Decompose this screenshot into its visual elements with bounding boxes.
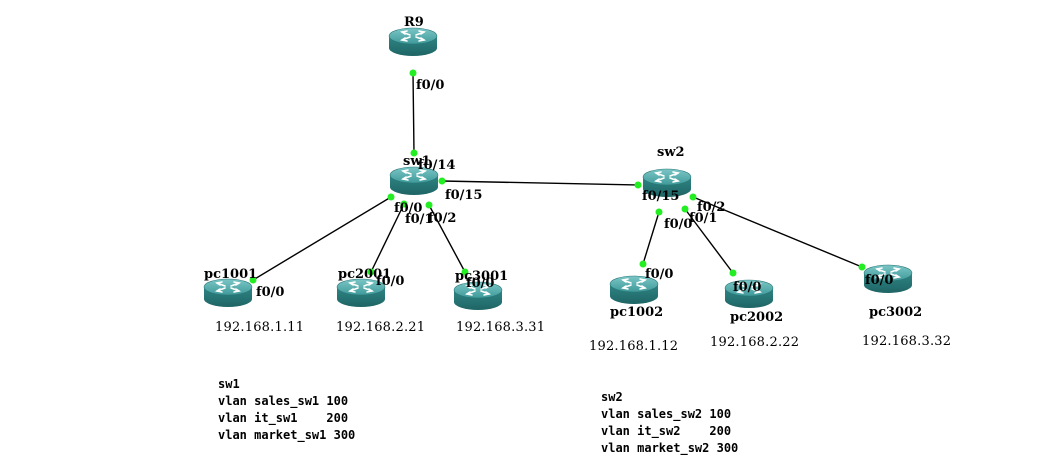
node-label-pc1002: pc1002 (610, 305, 664, 320)
port-dot-R9-f0-0 (409, 69, 417, 77)
link-sw2-pc1002[interactable] (642, 211, 660, 265)
ip-label-pc2001: 192.168.2.21 (336, 320, 426, 335)
router-arrows-icon (735, 282, 763, 294)
link-sw1-pc3001[interactable] (428, 204, 466, 273)
device-pc1002[interactable] (609, 275, 659, 304)
link-sw2-pc3002[interactable] (692, 196, 863, 268)
link-sw1-sw2[interactable] (441, 180, 639, 186)
link-sw2-pc2002[interactable] (684, 208, 734, 274)
vlan-note-line: vlan sales_sw2 100 (601, 407, 732, 421)
device-pc2002[interactable] (724, 279, 774, 308)
device-R9[interactable] (388, 27, 438, 56)
ip-label-pc3002: 192.168.3.32 (862, 334, 952, 349)
node-label-sw1: sw1 (403, 154, 431, 169)
port-label-pc1002-f0-0: f0/0 (645, 267, 674, 282)
port-dot-sw1-f0-2 (425, 201, 433, 209)
node-label-pc2001: pc2001 (338, 267, 392, 282)
link-sw1-pc1001[interactable] (252, 196, 392, 281)
port-label-sw2-f0-1: f0/1 (689, 211, 718, 226)
vlan-note-line: vlan market_sw1 300 (218, 428, 356, 442)
node-label-R9: R9 (404, 15, 424, 30)
vlan-note-line: vlan market_sw2 300 (601, 441, 739, 455)
node-label-sw2: sw2 (657, 145, 685, 160)
router-arrows-icon (464, 284, 492, 296)
port-label-sw1-f0-15: f0/15 (445, 188, 483, 203)
port-label-pc2001-f0-0: f0/0 (376, 274, 405, 289)
device-pc1001[interactable] (203, 278, 253, 307)
port-dot-sw2-f0-2 (689, 193, 697, 201)
port-dot-pc3002-f0-0 (858, 263, 866, 271)
link-R9-sw1[interactable] (412, 72, 415, 154)
port-dot-sw2-f0-0 (655, 208, 663, 216)
vlan-note-line: vlan it_sw2 200 (601, 424, 732, 438)
port-dot-sw1-f0-14 (410, 149, 418, 157)
port-label-sw1-f0-0: f0/0 (394, 201, 423, 216)
vlan-note-sw1: sw1 vlan sales_sw1 100 vlan it_sw1 200 vlan… (218, 359, 355, 444)
link-sw1-pc2001[interactable] (370, 203, 405, 273)
router-arrows-icon (400, 169, 428, 181)
router-arrows-icon (214, 281, 242, 293)
router-arrows-icon (347, 281, 375, 293)
router-arrows-icon (620, 278, 648, 290)
port-label-pc3001-f0-0: f0/0 (466, 276, 495, 291)
router-arrows-icon (874, 267, 902, 279)
router-arrows-icon (399, 30, 427, 42)
device-pc2001[interactable] (336, 278, 386, 307)
port-dot-pc1001-f0-0 (249, 276, 257, 284)
port-dot-sw1-f0-1 (400, 200, 408, 208)
port-dot-pc3001-f0-0 (461, 268, 469, 276)
port-label-sw2-f0-15: f0/15 (642, 189, 680, 204)
port-label-pc3002-f0-0: f0/0 (865, 273, 894, 288)
device-pc3002[interactable] (863, 264, 913, 293)
device-sw2[interactable] (642, 168, 692, 197)
ip-label-pc1002: 192.168.1.12 (589, 339, 679, 354)
device-top (642, 168, 692, 186)
port-label-sw1-f0-2: f0/2 (428, 211, 457, 226)
port-label-sw2-f0-0: f0/0 (664, 217, 693, 232)
node-label-pc1001: pc1001 (204, 267, 258, 282)
ip-label-pc1001: 192.168.1.11 (215, 320, 305, 335)
port-label-pc1001-f0-0: f0/0 (256, 285, 285, 300)
port-label-pc2002-f0-0: f0/0 (733, 280, 762, 295)
port-dot-pc2001-f0-0 (367, 268, 375, 276)
port-dot-sw1-f0-15 (438, 177, 446, 185)
port-dot-pc1002-f0-0 (639, 260, 647, 268)
port-dot-sw1-f0-0 (387, 193, 395, 201)
nodes-layer (203, 27, 913, 310)
node-label-pc2002: pc2002 (730, 310, 784, 325)
port-dot-pc2002-f0-0 (729, 269, 737, 277)
port-dots-layer (249, 69, 866, 284)
ip-label-pc2002: 192.168.2.22 (710, 335, 800, 350)
port-label-R9-f0-0: f0/0 (416, 78, 445, 93)
device-pc3001[interactable] (453, 281, 503, 310)
node-label-pc3001: pc3001 (455, 269, 509, 284)
vlan-note-title: sw1 (218, 377, 240, 391)
port-dot-sw2-f0-1 (681, 205, 689, 213)
node-label-pc3002: pc3002 (869, 305, 923, 320)
vlan-note-sw2: sw2 vlan sales_sw2 100 vlan it_sw2 200 vlan… (601, 372, 738, 457)
port-dot-sw2-f0-15 (634, 181, 642, 189)
ip-label-pc3001: 192.168.3.31 (456, 320, 546, 335)
port-label-sw2-f0-2: f0/2 (697, 200, 726, 215)
vlan-note-line: vlan it_sw1 200 (218, 411, 349, 425)
port-label-sw1-f0-1: f0/1 (405, 212, 434, 227)
router-arrows-icon (653, 171, 681, 183)
device-sw1[interactable] (389, 166, 439, 195)
vlan-note-title: sw2 (601, 390, 623, 404)
device-top (388, 27, 438, 45)
links-layer (252, 72, 863, 281)
vlan-note-line: vlan sales_sw1 100 (218, 394, 349, 408)
port-label-sw1-f0-14: f0/14 (418, 158, 456, 173)
